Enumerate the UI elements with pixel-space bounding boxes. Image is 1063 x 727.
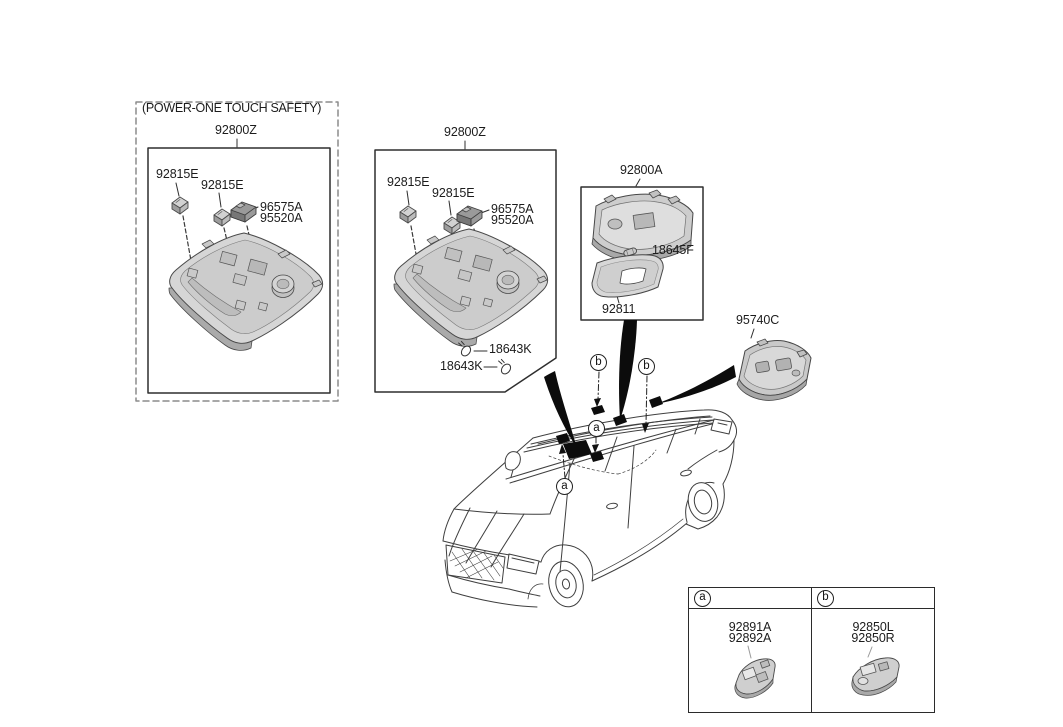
callout-a: a	[588, 420, 605, 437]
part-label-connector-top-safety: 96575A	[260, 200, 303, 214]
install-arrows	[544, 320, 736, 462]
festoon-bulb-icon	[623, 247, 637, 257]
bulb-icon	[498, 358, 513, 377]
table-part-b-art	[851, 657, 900, 696]
table-part-numbers-a: 92891A 92892A	[689, 620, 811, 645]
table-header-a: a	[689, 588, 811, 609]
part-label-connector-bottom-safety: 95520A	[260, 211, 303, 225]
part-label-18645F: 18645F	[652, 243, 694, 257]
callout-arrowheads	[559, 398, 649, 454]
roof-lamp-mark	[649, 396, 663, 408]
part-label-clip-left: 92815E	[387, 175, 430, 189]
roof-lamp-mark	[591, 405, 605, 415]
table-part-numbers-b: 92850L 92850R	[812, 620, 934, 645]
connector-icon	[230, 201, 257, 223]
callout-b-header: b	[817, 589, 834, 607]
roof-console-mark	[563, 440, 592, 459]
part-label-92800Z: 92800Z	[444, 125, 486, 139]
part-label-92892A: 92892A	[728, 631, 772, 645]
clip-icon	[399, 205, 417, 224]
console-box	[374, 149, 557, 393]
part-label-92850R: 92850R	[851, 631, 895, 645]
wedge-arrow-sunroof-switch	[656, 365, 736, 404]
room-lamp-art	[591, 189, 694, 262]
part-label-95740C: 95740C	[736, 313, 780, 327]
table-header-b: b	[812, 588, 934, 609]
part-label-clip-mid: 92815E	[432, 186, 475, 200]
callout-a: a	[556, 478, 573, 495]
table-column-a: a 92891A 92892A	[689, 588, 812, 712]
table-cell-b: 92850L 92850R	[812, 609, 934, 712]
table-part-a-art	[734, 658, 776, 699]
callout-leader-lines	[562, 371, 648, 479]
vehicle-art	[442, 409, 737, 608]
part-label-92800Z-safety: 92800Z	[215, 123, 257, 137]
part-label-bulb-lower: 18643K	[440, 359, 483, 373]
connector-icon	[456, 205, 483, 227]
part-label-connector-bottom: 95520A	[491, 213, 534, 227]
callout-a-header: a	[694, 589, 711, 607]
table-cell-a: 92891A 92892A	[689, 609, 811, 712]
part-label-clip-mid-safety: 92815E	[201, 178, 244, 192]
overhead-console-art-safety	[168, 232, 324, 351]
safety-console-box	[147, 147, 331, 394]
callout-b: b	[590, 354, 607, 371]
power-one-touch-safety-dashed-box	[135, 101, 339, 402]
overhead-console-art	[393, 228, 549, 347]
sunroof-switch-art	[736, 338, 812, 401]
wedge-arrow-room-lamp	[619, 320, 637, 420]
part-label-bulb-upper: 18643K	[489, 342, 532, 356]
roof-lamp-mark	[556, 433, 570, 444]
part-label-connector-top: 96575A	[491, 202, 534, 216]
callout-b: b	[638, 358, 655, 375]
safety-note: (POWER-ONE TOUCH SAFETY)	[142, 101, 322, 115]
room-lamp-box	[580, 186, 704, 321]
roof-lamp-mark	[613, 414, 627, 426]
clip-icon	[213, 208, 231, 227]
lens-art	[591, 254, 664, 298]
clip-icon	[171, 196, 189, 215]
table-label-leaders	[747, 645, 873, 659]
part-label-92891A: 92891A	[728, 620, 772, 634]
wedge-arrow-console	[544, 371, 577, 448]
box-frames	[135, 101, 704, 402]
part-label-92850L: 92850L	[852, 620, 894, 634]
part-label-clip-left-safety: 92815E	[156, 167, 199, 181]
table-column-b: b 92850L 92850R	[812, 588, 934, 712]
roof-lamp-mark	[590, 451, 604, 462]
variant-reference-table: a 92891A 92892A b 92850L 92850R	[688, 587, 935, 713]
part-label-92811: 92811	[602, 302, 636, 316]
part-label-92800A: 92800A	[620, 163, 663, 177]
